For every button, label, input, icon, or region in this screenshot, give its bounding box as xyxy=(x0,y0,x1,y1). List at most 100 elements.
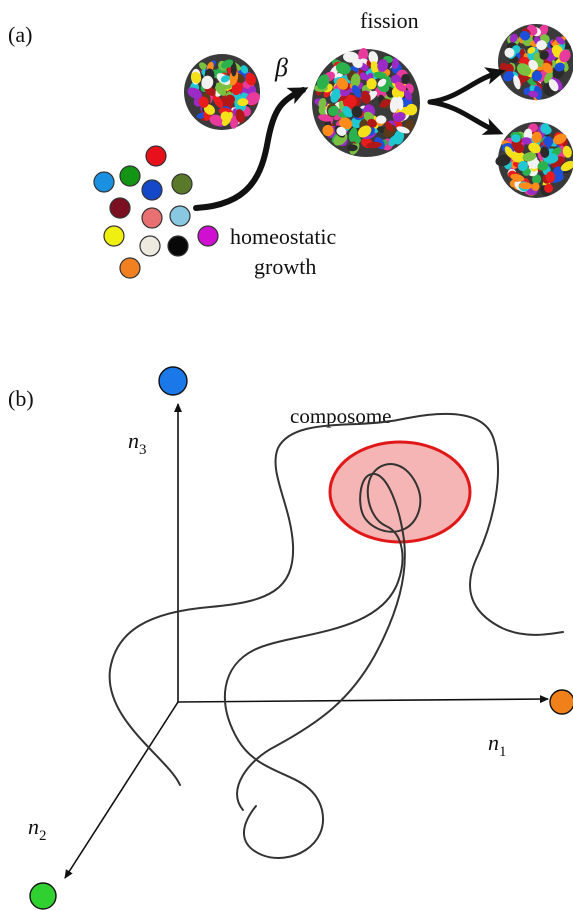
assembly-component xyxy=(245,92,260,106)
n2-label: n2 xyxy=(28,814,47,844)
molecule-dot xyxy=(109,197,131,219)
assembly-component xyxy=(504,47,515,58)
fission-arrow-down xyxy=(427,99,504,135)
assembly-component xyxy=(552,166,564,181)
assembly-component xyxy=(385,121,394,132)
assembly-component xyxy=(379,99,392,108)
assembly-component xyxy=(224,94,236,106)
assembly-component xyxy=(336,77,349,90)
assembly-component xyxy=(235,109,245,123)
panel-a-label: (a) xyxy=(8,22,32,47)
assembly-component xyxy=(390,58,400,69)
assembly-component xyxy=(377,78,387,87)
assembly-component xyxy=(528,142,541,154)
assembly-component xyxy=(531,182,540,191)
assembly-component xyxy=(214,82,227,96)
n2-dot xyxy=(29,882,57,910)
molecule-dot xyxy=(139,235,161,257)
n3-label: n3 xyxy=(128,428,147,458)
molecule-dot xyxy=(169,205,191,227)
assembly-component xyxy=(528,59,539,71)
molecule-dot xyxy=(167,235,189,257)
assembly-component xyxy=(401,73,410,84)
molecule-dot xyxy=(141,179,163,201)
dividing-assembly xyxy=(312,48,420,157)
assembly-component xyxy=(523,128,533,140)
assembly-component xyxy=(396,126,410,134)
growth-label-line1: homeostatic xyxy=(230,224,337,249)
assembly-component xyxy=(540,123,550,134)
panel-a: (a) fission β homeostatic growth xyxy=(8,8,573,279)
assembly-component xyxy=(537,161,549,171)
assembly-component xyxy=(521,137,533,145)
molecule-dot xyxy=(141,207,163,229)
assembly-component xyxy=(404,89,412,101)
assembly-component xyxy=(190,71,202,84)
trajectory-curve-2 xyxy=(224,463,422,860)
assembly-component xyxy=(350,117,362,129)
assembly-component xyxy=(350,73,361,88)
molecule-dot xyxy=(145,145,167,167)
assembly-component xyxy=(513,75,521,90)
assembly-component xyxy=(351,84,362,98)
growth-label-line2: growth xyxy=(254,254,316,279)
assembly-component xyxy=(328,105,340,117)
assembly-component xyxy=(544,183,554,193)
assembly-component xyxy=(495,154,511,167)
assembly-component xyxy=(375,115,387,124)
assembly-component xyxy=(540,146,550,158)
molecule-dot xyxy=(119,257,141,279)
assembly-component xyxy=(220,75,230,83)
assembly-component xyxy=(240,65,249,74)
assembly-component xyxy=(209,114,224,126)
assembly-component xyxy=(542,62,553,74)
assembly-component xyxy=(360,90,371,104)
assembly-component xyxy=(237,98,249,107)
assembly-component xyxy=(316,74,330,90)
assembly-component xyxy=(388,134,399,147)
assembly-component xyxy=(562,145,572,158)
free-molecules xyxy=(93,145,219,279)
n3-dot xyxy=(158,366,188,396)
axis-n2 xyxy=(64,701,179,879)
assembly-component xyxy=(358,48,369,62)
assembly-component xyxy=(395,81,407,92)
small-assembly xyxy=(184,54,260,130)
assembly-component xyxy=(366,141,382,149)
assembly-component xyxy=(555,36,565,45)
assembly-component xyxy=(559,49,571,63)
assembly-component xyxy=(522,152,537,162)
assembly-component xyxy=(527,47,536,54)
assembly-component xyxy=(357,125,372,138)
assembly-component xyxy=(220,111,231,122)
assembly-component xyxy=(359,72,368,81)
assembly-component xyxy=(517,160,529,172)
molecule-dot xyxy=(93,171,115,193)
assembly-component xyxy=(510,173,525,182)
trajectory-curve xyxy=(108,413,564,786)
molecule-dot xyxy=(103,225,125,247)
assembly-component xyxy=(339,117,353,130)
assembly-component xyxy=(509,33,518,43)
assembly-component xyxy=(198,96,209,108)
assembly-component xyxy=(519,30,531,41)
assembly-component xyxy=(187,87,202,99)
assembly-component xyxy=(532,174,542,185)
assembly-component xyxy=(373,71,388,79)
assembly-component xyxy=(336,126,347,136)
assembly-component xyxy=(531,131,542,144)
assembly-component xyxy=(560,160,573,172)
assembly-component xyxy=(528,90,539,98)
assembly-component xyxy=(342,106,353,118)
assembly-component xyxy=(212,94,224,108)
assembly-component xyxy=(245,72,257,86)
assembly-component xyxy=(554,62,565,72)
assembly-component xyxy=(335,62,351,75)
assembly-component xyxy=(330,88,341,103)
assembly-component xyxy=(518,182,533,190)
axis-n1 xyxy=(177,695,549,704)
panel-b: (b) composome n3 n1 n2 xyxy=(8,366,573,910)
assembly-component xyxy=(393,112,406,122)
molecule-dot xyxy=(119,165,141,187)
